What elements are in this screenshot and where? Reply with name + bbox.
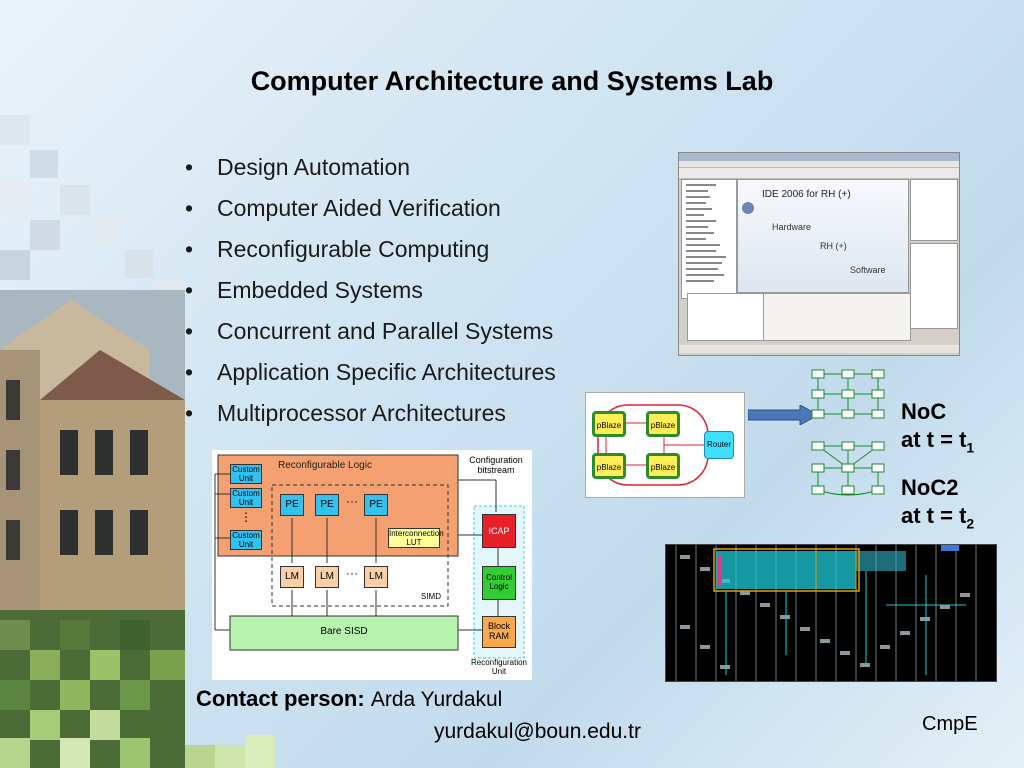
ide-statusbar	[679, 345, 959, 353]
noc-time-text: at t = t	[901, 427, 967, 452]
contact-label: Contact person:	[196, 686, 365, 711]
department-footer: CmpE	[922, 713, 978, 735]
noc2-label: NoC2 at t = t2	[901, 474, 974, 537]
ide-heading: IDE 2006 for RH (+)	[762, 189, 851, 200]
noc-time-sub: 1	[966, 439, 975, 456]
pe-2: PE	[315, 494, 339, 516]
contact-line: Contact person: Arda Yurdakul	[196, 686, 502, 712]
noc2-time-sub: 2	[966, 515, 975, 532]
noc2-title: NoC2	[901, 475, 959, 500]
ide-right-panel	[910, 179, 958, 241]
custom-unit-3: Custom Unit	[230, 530, 262, 550]
ide-log-window	[687, 293, 765, 341]
ide-hardware-label: Hardware	[772, 222, 812, 232]
ide-screenshot: IDE 2006 for RH (+) Hardware RH (+) Soft…	[678, 152, 960, 356]
bare-sisd: Bare SISD	[320, 626, 368, 637]
contact-name: Arda Yurdakul	[370, 688, 503, 711]
pblaze-4: pBlaze	[646, 453, 680, 479]
ide-editor-window	[763, 293, 911, 341]
noc2-time-text: at t = t	[901, 503, 967, 528]
ide-left-panel	[681, 179, 737, 299]
pblaze-noc-diagram: pBlaze pBlaze pBlaze pBlaze Router	[585, 392, 745, 498]
list-item: Reconfigurable Computing	[185, 232, 556, 273]
lm-1: LM	[280, 566, 304, 588]
ide-start-page: IDE 2006 for RH (+) Hardware RH (+) Soft…	[737, 179, 909, 293]
ide-properties-panel	[910, 243, 958, 329]
lm-2: LM	[315, 566, 339, 588]
list-item: Multiprocessor Architectures	[185, 396, 556, 437]
control-logic: Control Logic	[482, 566, 516, 600]
contact-email: yurdakul@boun.edu.tr	[434, 720, 641, 743]
reconfig-unit-label: Reconfiguration Unit	[470, 658, 528, 676]
fpga-floorplan-image	[665, 544, 997, 682]
noc-mesh-graph	[811, 369, 885, 419]
pblaze-2: pBlaze	[646, 411, 680, 437]
icap: ICAP	[482, 514, 516, 548]
reconfig-logic-label: Reconfigurable Logic	[278, 460, 372, 471]
noc-label: NoC at t = t1	[901, 398, 974, 461]
ide-rh-label: RH (+)	[820, 241, 847, 251]
list-item: Application Specific Architectures	[185, 355, 556, 396]
noc2-tree-graph	[811, 441, 885, 496]
ide-sphere-icon	[742, 202, 754, 214]
custom-unit-1: Custom Unit	[230, 464, 262, 484]
block-ram: Block RAM	[482, 616, 516, 648]
topic-list: Design Automation Computer Aided Verific…	[185, 150, 556, 437]
noc2-time: at t = t2	[901, 502, 974, 537]
pblaze-3: pBlaze	[592, 453, 626, 479]
noc-time: at t = t1	[901, 426, 974, 461]
router: Router	[704, 431, 734, 459]
simd-label: SIMD	[421, 592, 441, 601]
pe-3: PE	[364, 494, 388, 516]
noc-title: NoC	[901, 399, 947, 424]
interconnection-lut: Interconnection LUT	[388, 528, 444, 548]
list-item: Design Automation	[185, 150, 556, 191]
pe-1: PE	[280, 494, 304, 516]
vertical-dots: ⋮	[240, 510, 252, 524]
right-arrow-icon	[748, 405, 818, 425]
list-item: Concurrent and Parallel Systems	[185, 314, 556, 355]
lm-3: LM	[364, 566, 388, 588]
ide-menubar	[679, 161, 959, 168]
building-photo	[0, 290, 185, 768]
list-item: Computer Aided Verification	[185, 191, 556, 232]
list-item: Embedded Systems	[185, 273, 556, 314]
ide-toolbar	[679, 168, 959, 179]
ide-titlebar	[679, 153, 959, 161]
ide-software-label: Software	[850, 265, 886, 275]
lm-ellipsis: ···	[346, 566, 358, 580]
pe-ellipsis: ···	[346, 494, 358, 508]
reconfig-block-diagram: Reconfigurable Logic Custom Unit Custom …	[212, 450, 532, 680]
slide-title: Computer Architecture and Systems Lab	[250, 66, 774, 96]
custom-unit-2: Custom Unit	[230, 488, 262, 508]
config-bitstream-label: Configuration bitstream	[469, 455, 523, 475]
pblaze-1: pBlaze	[592, 411, 626, 437]
